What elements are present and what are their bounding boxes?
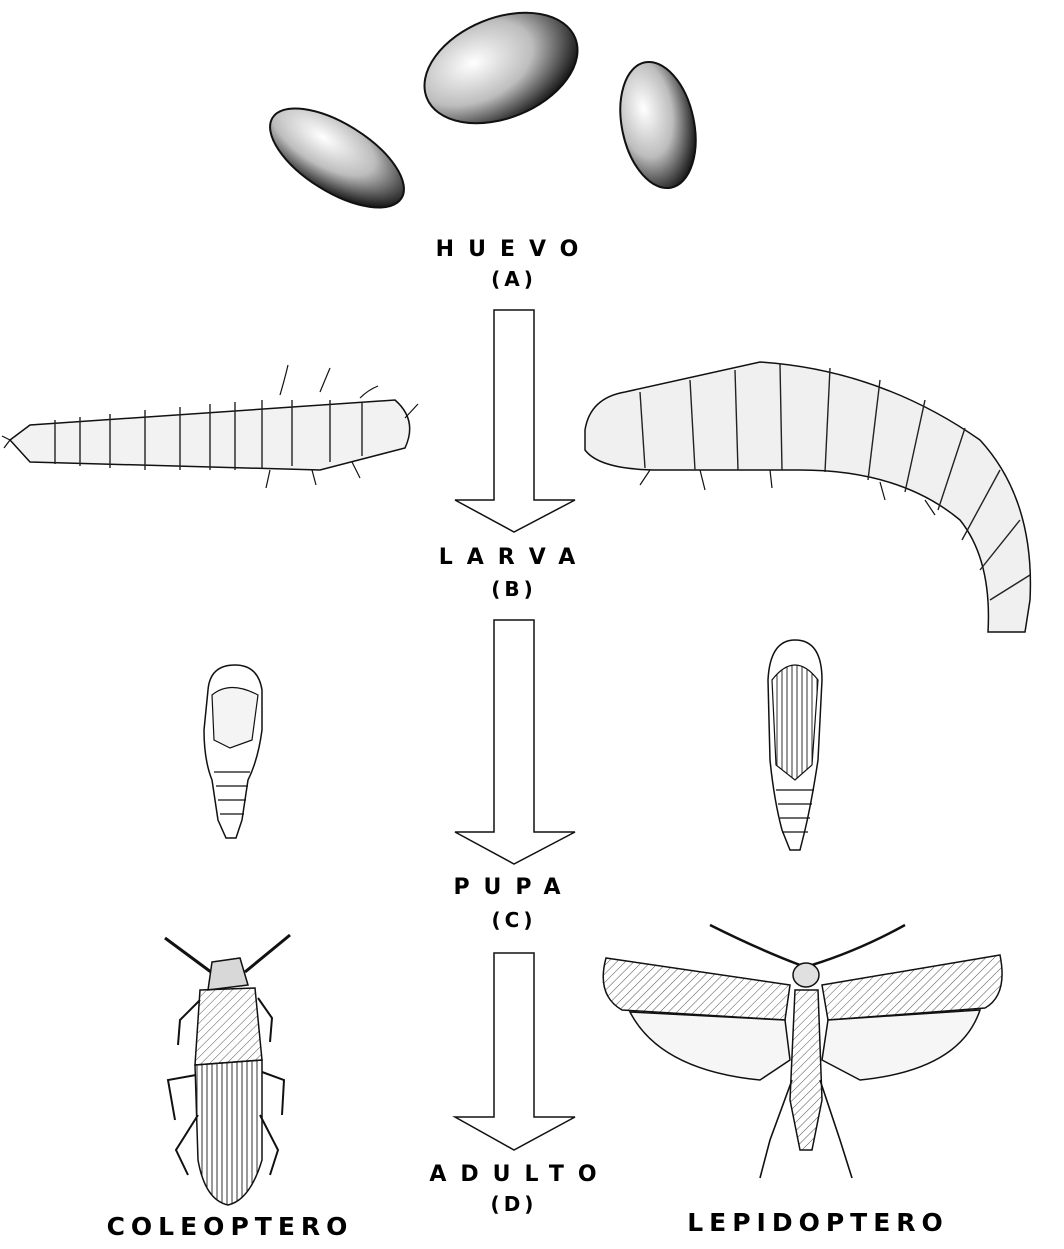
coleoptera-pupa-illustration	[204, 665, 262, 838]
stage-label-pupa: PUPA	[444, 875, 584, 900]
lepidoptera-larva-illustration	[585, 362, 1030, 632]
egg-center	[408, 0, 594, 144]
arrow-a-to-b	[455, 310, 575, 532]
stage-label-huevo: HUEVO	[434, 237, 594, 262]
arrow-c-to-d	[455, 953, 575, 1150]
stage-code-d: (D)	[474, 1192, 554, 1216]
order-label-coleoptero: COLEOPTERO	[95, 1212, 365, 1241]
coleoptera-adult-illustration	[165, 935, 290, 1205]
arrow-b-to-c	[455, 620, 575, 864]
lepidoptera-adult-illustration	[603, 925, 1002, 1178]
stage-code-a: (A)	[474, 267, 554, 291]
stage-code-c: (C)	[474, 908, 554, 932]
order-label-lepidoptero: LEPIDOPTERO	[668, 1208, 968, 1237]
stage-label-adulto: ADULTO	[420, 1162, 620, 1187]
coleoptera-larva-illustration	[2, 365, 418, 488]
stage-code-b: (B)	[474, 577, 554, 601]
stage-label-larva: LARVA	[434, 545, 594, 570]
egg-left	[255, 89, 420, 227]
arrows	[455, 310, 575, 1150]
lepidoptera-pupa-illustration	[768, 640, 822, 850]
egg-right	[609, 55, 706, 195]
eggs-illustration	[255, 0, 707, 227]
